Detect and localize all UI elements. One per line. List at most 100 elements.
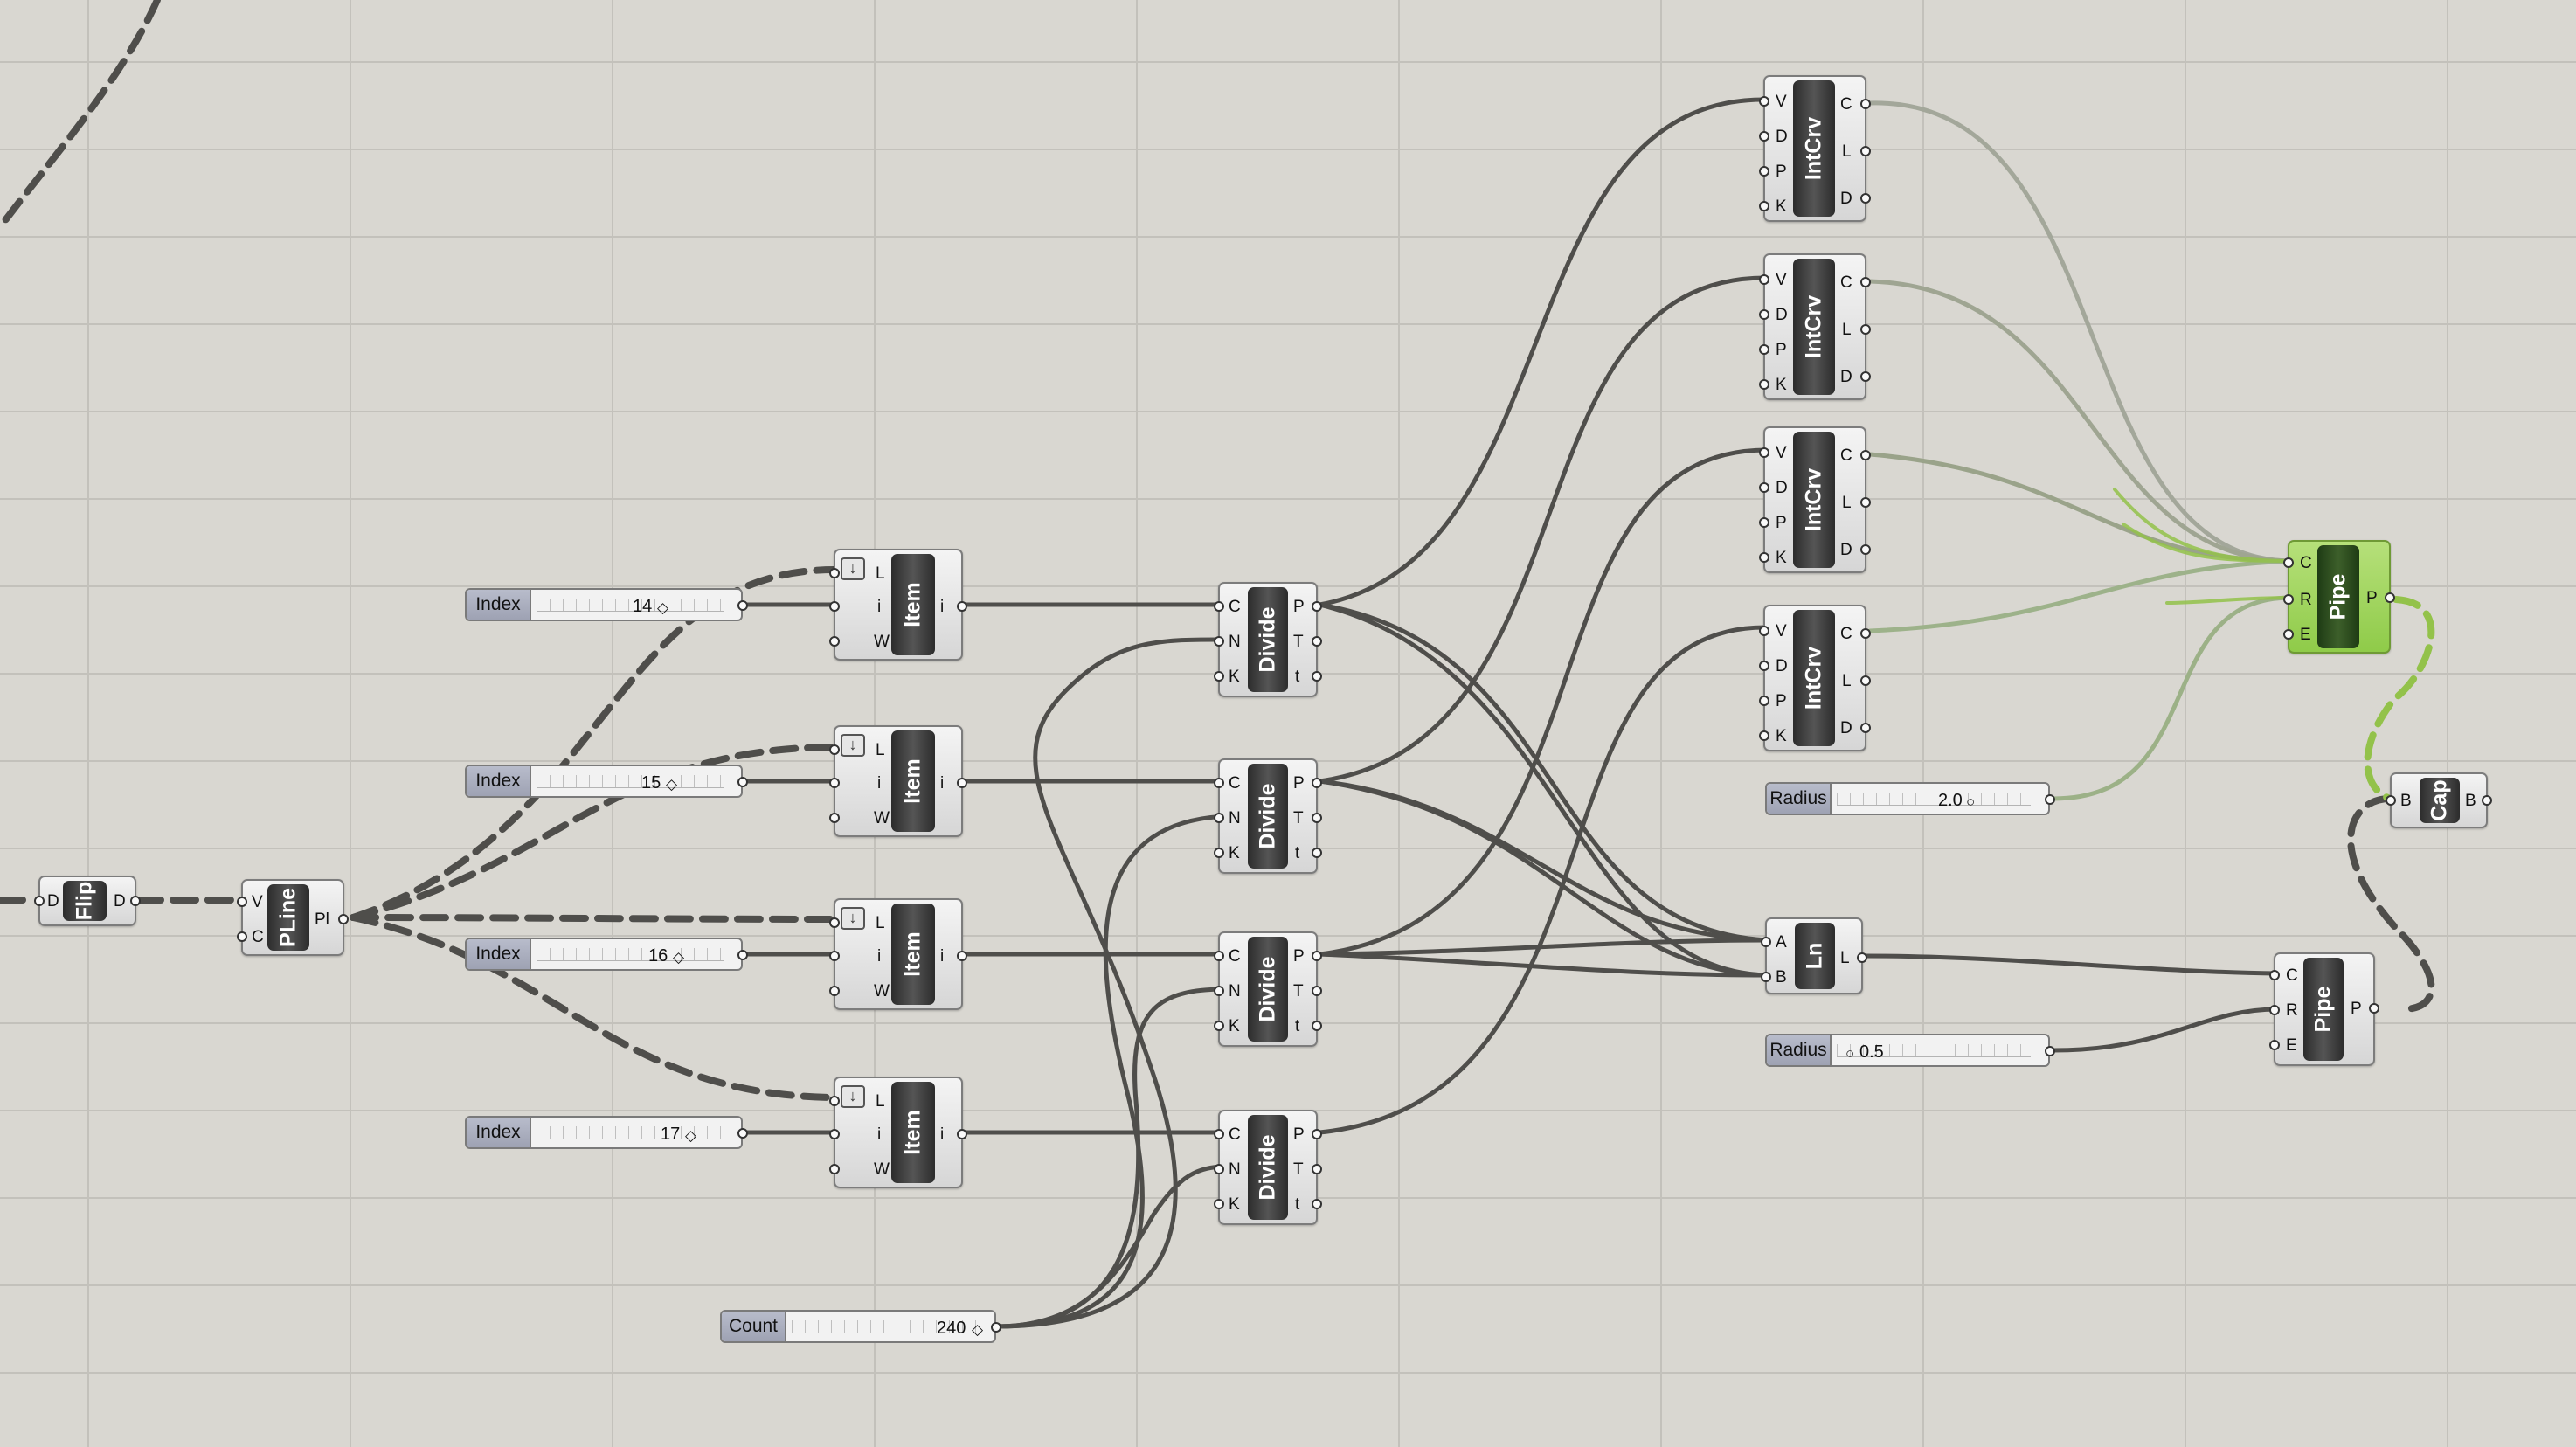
- pipe-output-port[interactable]: [2385, 592, 2395, 603]
- divide-input-n-port[interactable]: [1214, 813, 1224, 823]
- item-input-l-port[interactable]: [829, 917, 840, 928]
- divide-input-k-port[interactable]: [1214, 848, 1224, 858]
- divide-input-c-port[interactable]: [1214, 1129, 1224, 1139]
- divide-output-tt-port[interactable]: [1312, 848, 1322, 858]
- item-output-port[interactable]: [957, 951, 967, 961]
- intcrv-input-d-port[interactable]: [1759, 661, 1769, 671]
- intcrv-component-1[interactable]: V D P K IntCrv C L D: [1759, 75, 1871, 222]
- intcrv-output-l-port[interactable]: [1860, 146, 1871, 156]
- flatten-arrow-icon[interactable]: ↓: [841, 1085, 865, 1108]
- slider-knob-icon[interactable]: ◇: [657, 599, 669, 616]
- intcrv-output-l-port[interactable]: [1860, 497, 1871, 508]
- slider-output-port[interactable]: [737, 1128, 748, 1139]
- pipe-input-r-port[interactable]: [2269, 1005, 2280, 1015]
- slider-output-port[interactable]: [2045, 1046, 2055, 1056]
- intcrv-output-l-port[interactable]: [1860, 675, 1871, 686]
- divide-input-n-port[interactable]: [1214, 986, 1224, 996]
- pipe-component-selected[interactable]: C R E Pipe P: [2283, 540, 2395, 654]
- intcrv-input-k-port[interactable]: [1759, 379, 1769, 390]
- intcrv-input-k-port[interactable]: [1759, 730, 1769, 741]
- cap-component[interactable]: B Cap B: [2386, 772, 2492, 828]
- divide-output-tt-port[interactable]: [1312, 671, 1322, 682]
- slider-output-port[interactable]: [991, 1322, 1001, 1333]
- divide-input-c-port[interactable]: [1214, 951, 1224, 961]
- item-component-1[interactable]: ↓ L i W Item i: [829, 549, 967, 661]
- radius-slider-2[interactable]: Radius ○ 0.5: [1765, 1034, 2055, 1067]
- intcrv-component-2[interactable]: V D P K IntCrv C L D: [1759, 253, 1871, 400]
- intcrv-input-v-port[interactable]: [1759, 626, 1769, 636]
- divide-component-3[interactable]: C N K Divide P T t: [1214, 931, 1322, 1047]
- ln-component[interactable]: A B Ln L: [1761, 917, 1867, 994]
- index-slider-1[interactable]: Index 14 ◇: [465, 588, 748, 621]
- divide-output-t-port[interactable]: [1312, 636, 1322, 647]
- index-slider-4[interactable]: Index 17 ◇: [465, 1116, 748, 1149]
- pipe-input-e-port[interactable]: [2269, 1040, 2280, 1050]
- intcrv-input-v-port[interactable]: [1759, 274, 1769, 285]
- divide-input-n-port[interactable]: [1214, 636, 1224, 647]
- slider-output-port[interactable]: [2045, 794, 2055, 805]
- divide-output-p-port[interactable]: [1312, 778, 1322, 788]
- slider-track[interactable]: [1837, 793, 2031, 806]
- flip-input-port[interactable]: [34, 896, 45, 906]
- divide-component-2[interactable]: C N K Divide P T t: [1214, 758, 1322, 874]
- intcrv-output-c-port[interactable]: [1860, 99, 1871, 109]
- flatten-arrow-icon[interactable]: ↓: [841, 907, 865, 930]
- item-input-l-port[interactable]: [829, 744, 840, 755]
- cap-input-port[interactable]: [2386, 795, 2396, 806]
- item-component-2[interactable]: ↓ L i W Item i: [829, 725, 967, 837]
- slider-output-port[interactable]: [737, 600, 748, 611]
- item-output-port[interactable]: [957, 601, 967, 612]
- item-output-port[interactable]: [957, 778, 967, 788]
- index-slider-3[interactable]: Index 16 ◇: [465, 938, 748, 971]
- intcrv-input-p-port[interactable]: [1759, 696, 1769, 706]
- flatten-arrow-icon[interactable]: ↓: [841, 734, 865, 757]
- item-input-i-port[interactable]: [829, 601, 840, 612]
- intcrv-output-c-port[interactable]: [1860, 277, 1871, 287]
- intcrv-component-3[interactable]: V D P K IntCrv C L D: [1759, 426, 1871, 573]
- divide-input-c-port[interactable]: [1214, 778, 1224, 788]
- intcrv-input-d-port[interactable]: [1759, 309, 1769, 320]
- intcrv-component-4[interactable]: V D P K IntCrv C L D: [1759, 605, 1871, 751]
- divide-input-n-port[interactable]: [1214, 1164, 1224, 1174]
- slider-track[interactable]: [537, 948, 724, 961]
- ln-output-port[interactable]: [1857, 952, 1867, 963]
- pipe-input-c-port[interactable]: [2269, 970, 2280, 980]
- slider-knob-icon[interactable]: ○: [1966, 793, 1976, 810]
- slider-track[interactable]: [537, 1126, 724, 1139]
- pipe-input-e-port[interactable]: [2283, 629, 2294, 640]
- divide-output-tt-port[interactable]: [1312, 1199, 1322, 1209]
- item-input-w-port[interactable]: [829, 636, 840, 647]
- divide-component-4[interactable]: C N K Divide P T t: [1214, 1110, 1322, 1225]
- flip-output-port[interactable]: [130, 896, 141, 906]
- slider-knob-icon[interactable]: ◇: [673, 949, 685, 966]
- item-component-4[interactable]: ↓ L i W Item i: [829, 1077, 967, 1188]
- pline-input-v-port[interactable]: [237, 897, 247, 907]
- intcrv-input-p-port[interactable]: [1759, 344, 1769, 355]
- intcrv-output-c-port[interactable]: [1860, 628, 1871, 639]
- item-input-i-port[interactable]: [829, 1129, 840, 1139]
- item-component-3[interactable]: ↓ L i W Item i: [829, 898, 967, 1010]
- divide-output-t-port[interactable]: [1312, 813, 1322, 823]
- index-slider-2[interactable]: Index 15 ◇: [465, 765, 748, 798]
- pipe-input-c-port[interactable]: [2283, 557, 2294, 568]
- item-input-l-port[interactable]: [829, 568, 840, 578]
- intcrv-input-p-port[interactable]: [1759, 166, 1769, 177]
- divide-input-k-port[interactable]: [1214, 1021, 1224, 1031]
- item-input-i-port[interactable]: [829, 951, 840, 961]
- pipe-input-r-port[interactable]: [2283, 594, 2294, 605]
- intcrv-output-d-port[interactable]: [1860, 193, 1871, 204]
- slider-track[interactable]: [537, 775, 724, 788]
- item-input-i-port[interactable]: [829, 778, 840, 788]
- intcrv-output-d-port[interactable]: [1860, 723, 1871, 733]
- ln-input-a-port[interactable]: [1761, 937, 1771, 947]
- pline-output-port[interactable]: [338, 914, 349, 924]
- ln-input-b-port[interactable]: [1761, 972, 1771, 982]
- divide-output-t-port[interactable]: [1312, 986, 1322, 996]
- slider-output-port[interactable]: [737, 777, 748, 787]
- divide-output-p-port[interactable]: [1312, 601, 1322, 612]
- item-input-l-port[interactable]: [829, 1096, 840, 1106]
- divide-input-c-port[interactable]: [1214, 601, 1224, 612]
- slider-knob-icon[interactable]: ◇: [972, 1321, 984, 1338]
- item-input-w-port[interactable]: [829, 986, 840, 996]
- flip-component[interactable]: D Flip D: [34, 876, 141, 926]
